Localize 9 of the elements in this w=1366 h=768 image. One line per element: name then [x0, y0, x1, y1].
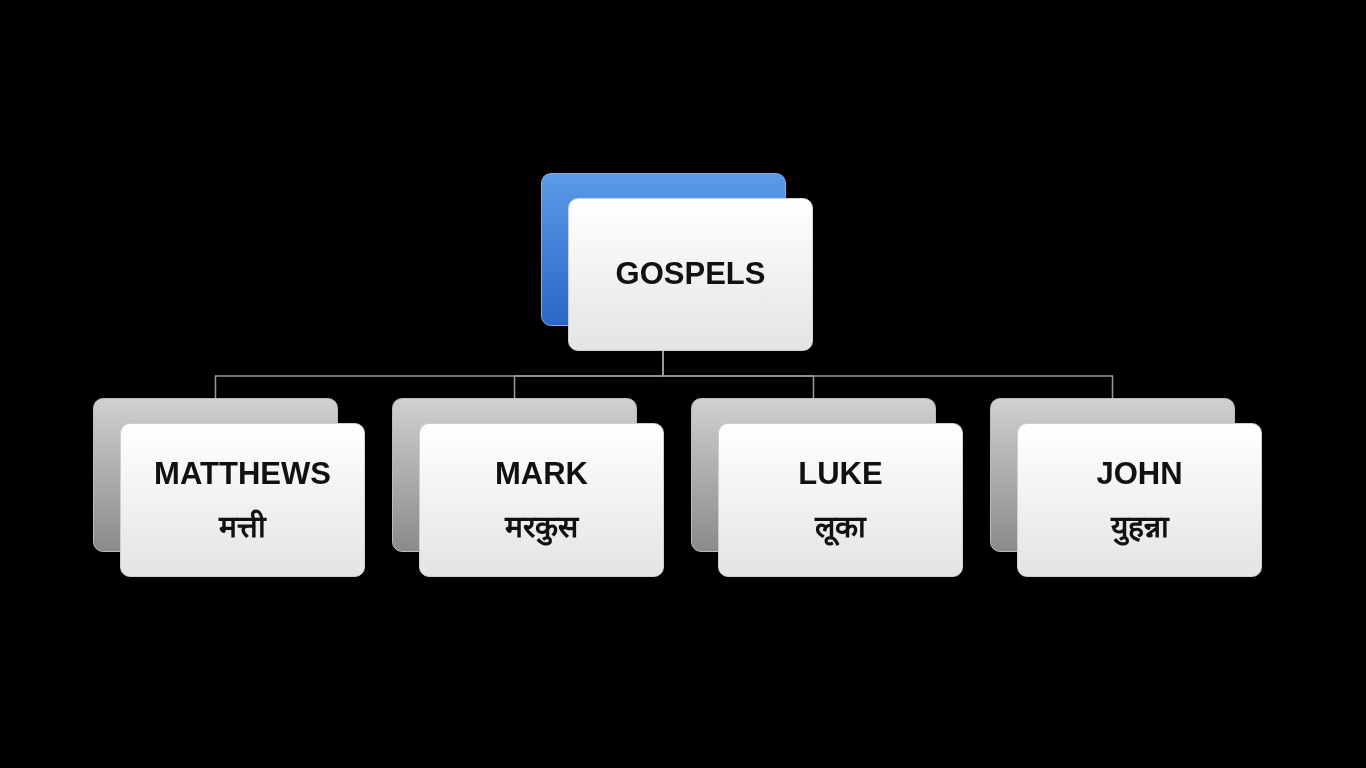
card-subtitle: लूका: [815, 507, 866, 546]
card-title: MATTHEWS: [154, 454, 331, 493]
card-subtitle: मरकुस: [505, 507, 578, 546]
card-subtitle: मत्ती: [219, 508, 266, 545]
card-title: GOSPELS: [615, 255, 766, 294]
card-title: MARK: [495, 454, 588, 493]
card-subtitle: युहन्ना: [1110, 507, 1169, 546]
card-title: LUKE: [798, 454, 883, 493]
card-title: JOHN: [1096, 454, 1183, 493]
